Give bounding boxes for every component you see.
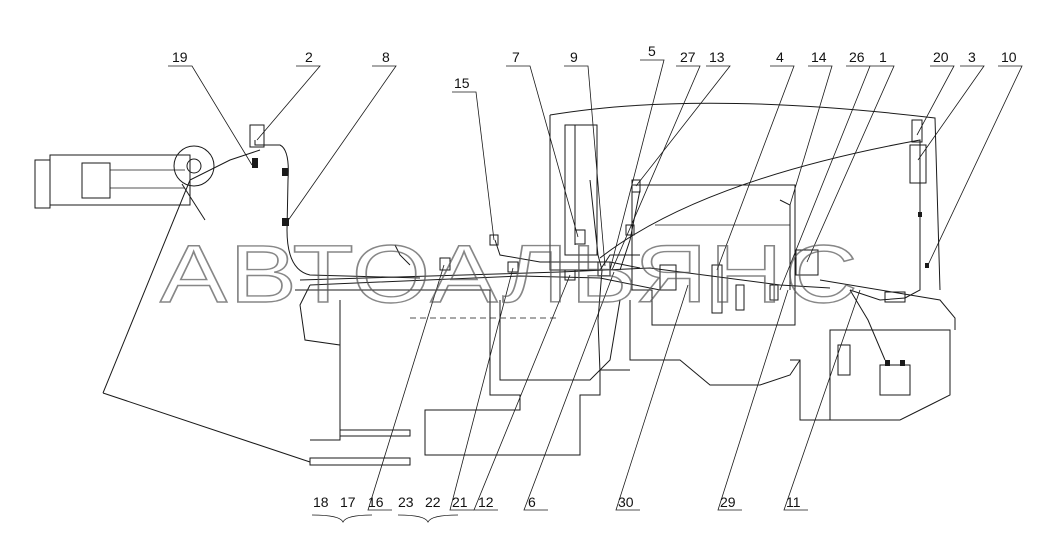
- callout-16: 16: [368, 494, 384, 510]
- callout-9: 9: [570, 49, 578, 65]
- callout-27: 27: [680, 49, 696, 65]
- callout-30: 30: [618, 494, 634, 510]
- callout-labels-top: 19 2 8 15 7 9 5 27 13 4 14 26 1 20 3 10: [172, 43, 1017, 91]
- callout-26: 26: [849, 49, 865, 65]
- callout-20: 20: [933, 49, 949, 65]
- callout-13: 13: [709, 49, 725, 65]
- leader-lines: [168, 59, 1023, 524]
- callout-29: 29: [720, 494, 736, 510]
- callout-14: 14: [811, 49, 827, 65]
- callout-3: 3: [968, 49, 976, 65]
- watermark-text: АВТОАЛЬЯНС: [160, 229, 860, 320]
- callout-2: 2: [305, 49, 313, 65]
- callout-15: 15: [454, 75, 470, 91]
- callout-7: 7: [512, 49, 520, 65]
- callout-8: 8: [382, 49, 390, 65]
- callout-labels-bottom: 18 17 16 23 22 21 12 6 30 29 11: [313, 494, 801, 510]
- callout-5: 5: [648, 43, 656, 59]
- wiring-harness: [249, 119, 929, 396]
- callout-11: 11: [786, 494, 801, 510]
- callout-21: 21: [452, 494, 468, 510]
- callout-1: 1: [879, 49, 887, 65]
- callout-12: 12: [478, 494, 494, 510]
- callout-4: 4: [776, 49, 784, 65]
- callout-18: 18: [313, 494, 329, 510]
- callout-19: 19: [172, 49, 188, 65]
- callout-6: 6: [528, 494, 536, 510]
- callout-22: 22: [425, 494, 441, 510]
- callout-23: 23: [398, 494, 414, 510]
- callout-17: 17: [340, 494, 356, 510]
- callout-10: 10: [1001, 49, 1017, 65]
